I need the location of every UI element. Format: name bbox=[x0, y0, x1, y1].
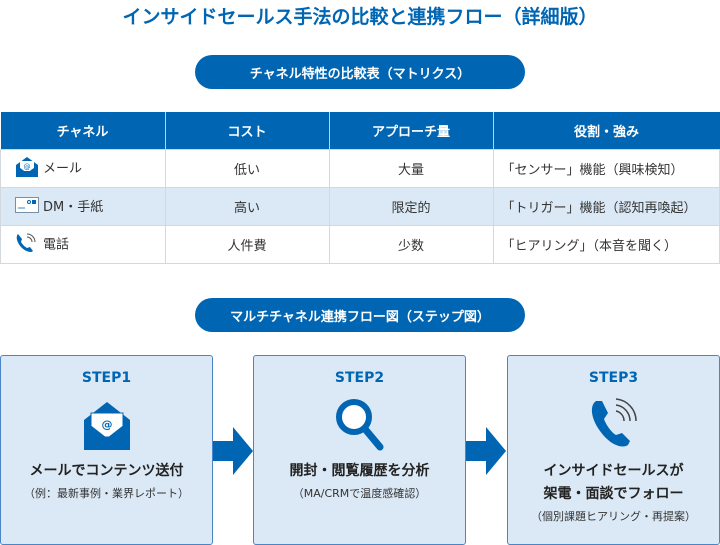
step-main: メールでコンテンツ送付 bbox=[29, 463, 184, 479]
volume-cell: 限定的 bbox=[328, 187, 494, 226]
mail-icon: @ bbox=[1, 390, 212, 460]
cost-cell: 人件費 bbox=[164, 225, 330, 264]
mail-icon: @ bbox=[15, 156, 43, 182]
step-label: STEP2 bbox=[334, 370, 385, 386]
flow-heading: マルチチャネル連携フロー図（ステップ図） bbox=[195, 298, 525, 332]
volume-cell: 大量 bbox=[328, 149, 494, 188]
svg-text:@: @ bbox=[24, 163, 31, 171]
cost-cell: 高い bbox=[164, 187, 330, 226]
step-3-box: STEP3 インサイドセールスが 架電・面談でフォロー （個別課題ヒアリング・再… bbox=[507, 355, 720, 545]
arrow-right-icon bbox=[466, 427, 506, 475]
table-row: 電話 人件費 少数 「ヒアリング」（本音を聞く） bbox=[0, 225, 720, 264]
table-row: DM・手紙 高い 限定的 「トリガー」機能（認知再喚起） bbox=[0, 187, 720, 226]
phone-icon bbox=[15, 232, 43, 258]
header-volume: アプローチ量 bbox=[329, 112, 494, 150]
step-label: STEP1 bbox=[81, 370, 132, 386]
table-header: チャネル コスト アプローチ量 役割・強み bbox=[0, 112, 720, 150]
comparison-table: チャネル コスト アプローチ量 役割・強み @ メール 低い 大量 「センサー」機… bbox=[0, 112, 720, 264]
step-label: STEP3 bbox=[588, 370, 639, 386]
header-role: 役割・強み bbox=[493, 112, 720, 150]
role-cell: 「ヒアリング」（本音を聞く） bbox=[492, 225, 720, 264]
step-sub: （MA/CRMで温度感確認） bbox=[292, 487, 427, 500]
role-cell: 「センサー」機能（興味検知） bbox=[492, 149, 720, 188]
arrow-right-icon bbox=[213, 427, 253, 475]
svg-text:@: @ bbox=[101, 418, 112, 431]
cost-cell: 低い bbox=[164, 149, 330, 188]
step-1-box: STEP1 @ メールでコンテンツ送付 （例：最新事例・業界レポート） bbox=[0, 355, 213, 545]
step-main: インサイドセールスが bbox=[543, 463, 684, 479]
step-main: 開封・閲覧履歴を分析 bbox=[289, 463, 430, 479]
step-2-box: STEP2 開封・閲覧履歴を分析 （MA/CRMで温度感確認） bbox=[253, 355, 466, 545]
search-icon bbox=[254, 390, 465, 460]
header-cost: コスト bbox=[165, 112, 330, 150]
table-row: @ メール 低い 大量 「センサー」機能（興味検知） bbox=[0, 149, 720, 188]
matrix-heading: チャネル特性の比較表（マトリクス） bbox=[195, 55, 525, 89]
page-title: インサイドセールス手法の比較と連携フロー（詳細版） bbox=[122, 6, 598, 28]
volume-cell: 少数 bbox=[328, 225, 494, 264]
phone-icon bbox=[508, 390, 719, 460]
postcard-icon bbox=[15, 197, 43, 217]
step-main-line2: 架電・面談でフォロー bbox=[543, 486, 684, 502]
step-sub: （例：最新事例・業界レポート） bbox=[24, 487, 189, 500]
channel-name: DM・手紙 bbox=[43, 199, 104, 215]
header-channel: チャネル bbox=[0, 112, 166, 150]
channel-name: 電話 bbox=[43, 237, 70, 252]
step-sub: （個別課題ヒアリング・再提案） bbox=[531, 510, 696, 523]
channel-name: メール bbox=[43, 161, 83, 176]
role-cell: 「トリガー」機能（認知再喚起） bbox=[492, 187, 720, 226]
